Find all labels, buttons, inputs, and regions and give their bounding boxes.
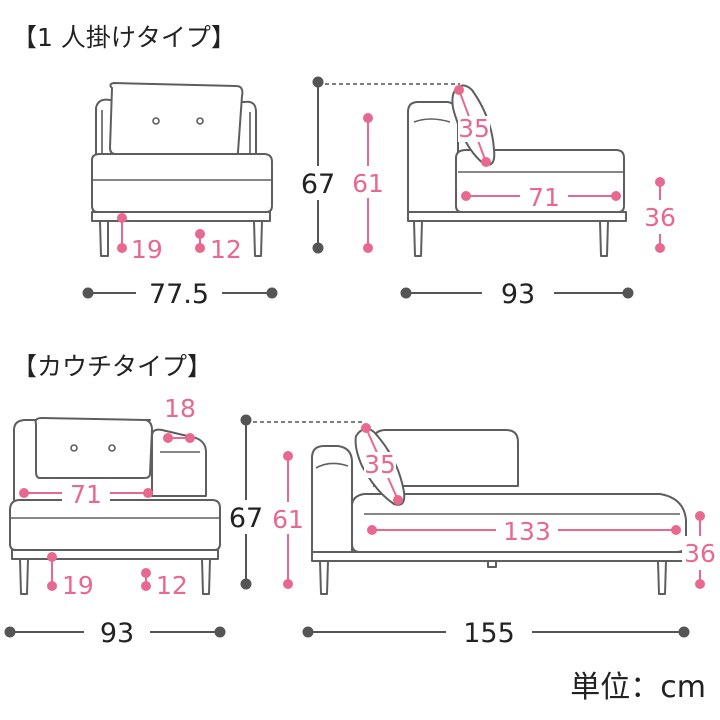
single-side-dims: 67 61 35 71 36 93: [300, 76, 680, 310]
couch-front-dims: 18 71 19 12 93: [4, 394, 226, 649]
single-seat-depth-label: 71: [528, 183, 560, 212]
heading-couch: 【カウチタイプ】: [12, 352, 212, 381]
couch-armrest-width-label: 18: [164, 394, 196, 423]
couch-seat-height-label: 36: [684, 539, 716, 568]
heading-single: 【1 人掛けタイプ】: [12, 23, 236, 52]
single-total-height-label: 67: [301, 169, 335, 200]
couch-seat-to-floor-label: 19: [62, 571, 94, 600]
single-depth-label: 93: [501, 279, 535, 310]
unit-label: 単位：cm: [570, 670, 706, 705]
single-back-height-label: 61: [352, 169, 384, 198]
single-front-dims: 19 12 77.5: [82, 213, 278, 310]
single-width-label: 77.5: [149, 279, 209, 310]
couch-front-view: [9, 417, 221, 595]
couch-width-label: 93: [100, 618, 134, 649]
couch-total-height-label: 67: [229, 503, 263, 534]
single-seat-to-floor-label: 19: [131, 235, 163, 264]
single-side-view: [407, 84, 627, 257]
single-seat-height-label: 36: [644, 203, 676, 232]
couch-cushion-label: 35: [364, 450, 396, 479]
couch-leg-height-label: 12: [156, 571, 188, 600]
couch-back-height-label: 61: [272, 505, 304, 534]
single-leg-height-label: 12: [210, 235, 242, 264]
couch-seat-depth-label: 133: [503, 517, 551, 546]
couch-side-dims: 67 61 35 133 36 155: [228, 414, 718, 649]
single-front-view: [91, 82, 273, 257]
single-cushion-label: 35: [458, 114, 490, 143]
couch-length-label: 155: [463, 618, 515, 649]
couch-seat-width-label: 71: [70, 480, 102, 509]
